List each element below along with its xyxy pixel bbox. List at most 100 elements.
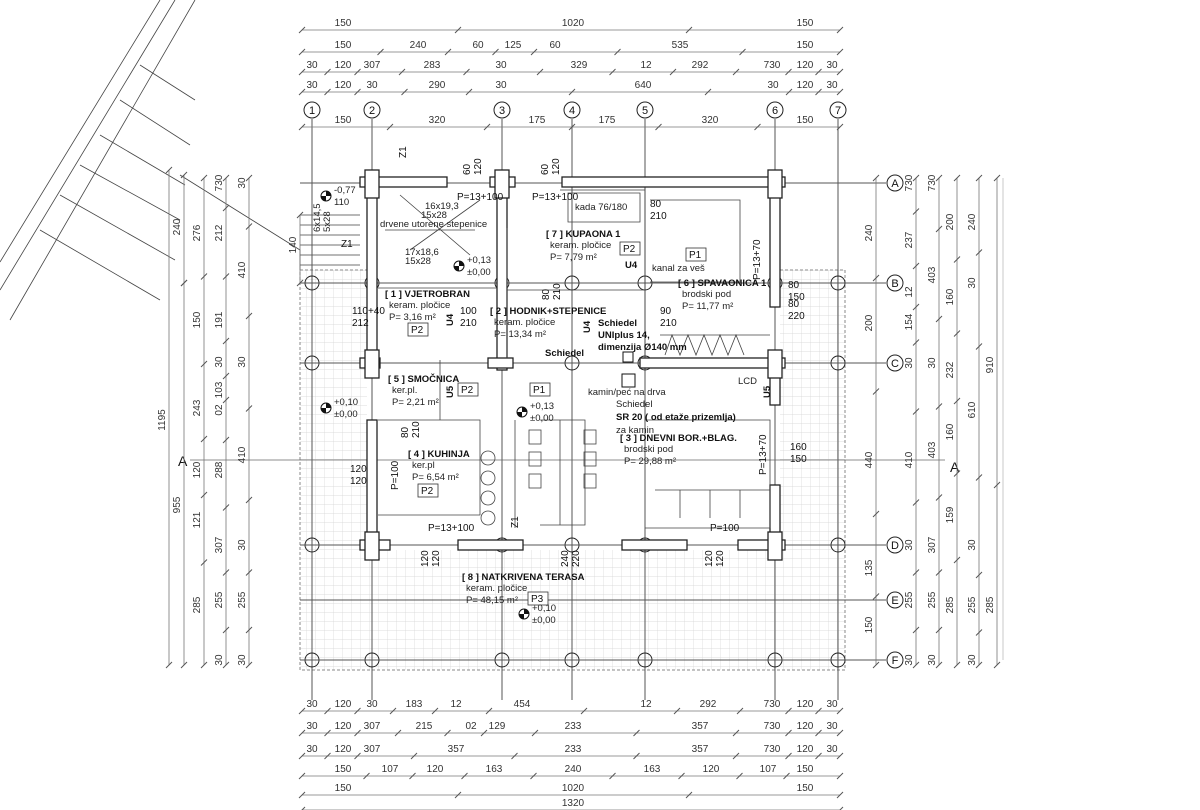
chimney-label: Schiedel bbox=[616, 399, 652, 410]
room-name: [ 8 ] NATKRIVENA TERASA bbox=[462, 572, 585, 583]
ext-stair-dim: 6x14,5 bbox=[312, 203, 323, 232]
dimension-value: 730 bbox=[764, 699, 781, 710]
chimney-label: Schiedel bbox=[598, 318, 637, 329]
dimension-value: 30 bbox=[826, 721, 838, 732]
dimension-value: 60 bbox=[549, 40, 561, 51]
dimension-value: 30 bbox=[967, 539, 978, 551]
dimension-tick bbox=[872, 593, 880, 600]
dimension-tick bbox=[200, 435, 208, 443]
dimension-tick bbox=[409, 772, 416, 780]
opening-size: P=13+70 bbox=[758, 434, 769, 475]
dimension-value: 30 bbox=[237, 539, 248, 551]
dimension-tick bbox=[836, 88, 844, 96]
z1-label: Z1 bbox=[398, 146, 409, 158]
dimension-tick bbox=[872, 174, 880, 182]
dimension-value: 307 bbox=[214, 536, 225, 553]
dimension-tick bbox=[200, 273, 208, 280]
dimension-value: 12 bbox=[904, 286, 915, 298]
dimension-tick bbox=[200, 491, 208, 499]
dimension-tick bbox=[815, 68, 822, 76]
dimension-tick bbox=[492, 48, 499, 56]
opening-size: P=13+100 bbox=[532, 192, 579, 203]
stairs-label: drvene utorene stepenice bbox=[380, 219, 487, 230]
dimension-tick bbox=[298, 48, 306, 56]
room-area: P= 6,54 m² bbox=[412, 472, 459, 483]
dimension-tick bbox=[461, 772, 468, 780]
opening-size: P=13+100 bbox=[457, 192, 504, 203]
opening-size: 90 bbox=[660, 306, 672, 317]
room-floor: keram. pločice bbox=[550, 240, 611, 251]
dimension-tick bbox=[245, 223, 253, 230]
dimension-tick bbox=[354, 752, 361, 760]
room-name: [ 2 ] HODNIK+STEPENICE bbox=[490, 306, 606, 317]
dimension-value: 30 bbox=[967, 277, 978, 289]
dimension-tick bbox=[200, 661, 208, 669]
room-floor: keram. pločice bbox=[494, 317, 555, 328]
dimension-tick bbox=[245, 661, 253, 669]
level-value: +0,13 bbox=[467, 255, 491, 266]
opening-size: 120 bbox=[715, 550, 726, 567]
walls bbox=[359, 169, 786, 561]
dimension-value: 307 bbox=[364, 60, 381, 71]
dimension-tick bbox=[912, 569, 920, 576]
dimension-tick bbox=[298, 772, 306, 780]
axis-bubble bbox=[886, 591, 904, 609]
axis-bubble bbox=[563, 101, 581, 119]
room-tag: P2 bbox=[411, 325, 424, 336]
dimension-value: 1020 bbox=[562, 18, 585, 29]
dimension-tick bbox=[511, 752, 518, 760]
dimension-value: 240 bbox=[565, 764, 582, 775]
dimension-value: 150 bbox=[335, 115, 352, 126]
room-floor: brodski pod bbox=[682, 289, 731, 300]
room-tag-box bbox=[407, 322, 429, 337]
dimension-value: 440 bbox=[864, 451, 875, 468]
dimension-tick bbox=[444, 48, 452, 56]
section-mark-left: A bbox=[178, 453, 188, 469]
opening-size: 120 bbox=[350, 464, 367, 475]
axis-bubble bbox=[766, 101, 784, 119]
z1-label: Z1 bbox=[510, 516, 521, 528]
dimension-tick bbox=[377, 48, 384, 56]
dimension-value: 30 bbox=[237, 356, 248, 368]
dimension-tick bbox=[245, 569, 253, 576]
dimension-tick bbox=[245, 174, 253, 182]
dimension-tick bbox=[568, 88, 576, 96]
dimension-tick bbox=[975, 661, 983, 669]
dimension-value: 120 bbox=[427, 764, 444, 775]
opening-size: 160 bbox=[790, 442, 807, 453]
dimension-value: 320 bbox=[702, 115, 719, 126]
dimension-tick bbox=[454, 791, 462, 799]
axis-label: 3 bbox=[499, 105, 505, 117]
dimension-tick bbox=[953, 174, 961, 182]
dimension-tick bbox=[993, 174, 1001, 182]
dimension-tick bbox=[298, 68, 306, 76]
dimension-value: 357 bbox=[692, 744, 709, 755]
ext-stair-dim: 5x28 bbox=[322, 211, 333, 232]
dimension-tick bbox=[975, 174, 983, 182]
level-marker-fill bbox=[321, 191, 331, 201]
dimension-value: 30 bbox=[214, 654, 225, 666]
room-area: P= 48,15 m² bbox=[466, 595, 518, 606]
stair-dim: 16x19,3 bbox=[425, 201, 459, 212]
opening-size: 80 bbox=[541, 288, 552, 300]
dimension-value: 30 bbox=[306, 80, 318, 91]
dimension-value: 357 bbox=[692, 721, 709, 732]
dimension-value: 120 bbox=[335, 744, 352, 755]
dimension-tick bbox=[739, 48, 746, 56]
room-tag-box bbox=[457, 382, 479, 397]
dimension-tick bbox=[678, 772, 685, 780]
opening-size: 80 bbox=[400, 426, 411, 438]
opening-size: 240 bbox=[560, 550, 571, 567]
opening-size: P=100 bbox=[390, 460, 401, 490]
level-value: 110 bbox=[334, 197, 349, 208]
dimension-value: 454 bbox=[514, 699, 531, 710]
dimension-tick bbox=[975, 571, 983, 579]
opening-size: 210 bbox=[552, 283, 563, 300]
room-area: P= 29,88 m² bbox=[624, 456, 676, 467]
dimension-tick bbox=[732, 752, 740, 760]
dimension-tick bbox=[975, 474, 983, 481]
level-marker-fill bbox=[517, 407, 527, 417]
dimension-tick bbox=[912, 303, 920, 311]
dimension-tick bbox=[754, 123, 761, 131]
dimension-tick bbox=[836, 26, 844, 34]
